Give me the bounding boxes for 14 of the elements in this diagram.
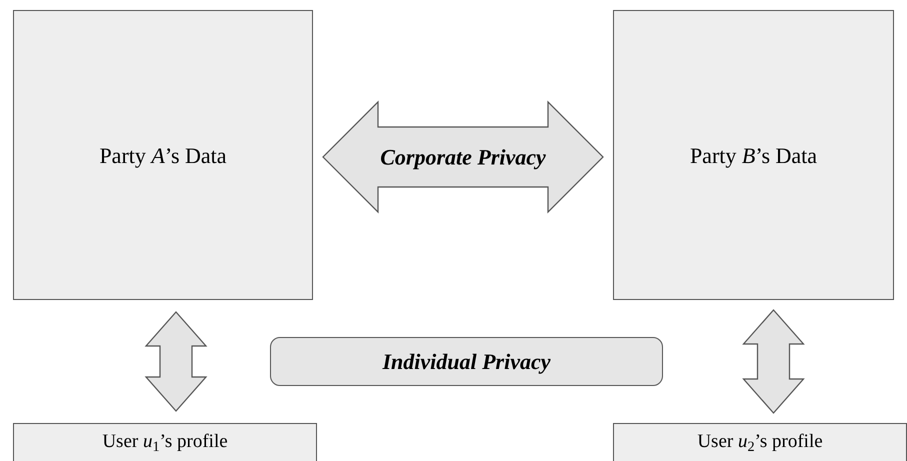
data-box (13, 10, 313, 300)
double-arrow (144, 311, 208, 412)
node-label: Party B’s Data (690, 142, 818, 170)
double-arrow (742, 309, 805, 414)
node-label: User u$_{1}$’s profile (102, 430, 228, 457)
data-box (613, 10, 894, 300)
profile-box (613, 423, 907, 461)
double-arrow (322, 100, 604, 214)
profile-box (13, 423, 317, 461)
edge-label: Corporate Privacy (380, 144, 546, 172)
node-label: Individual Privacy (382, 348, 551, 376)
node-label: Party A’s Data (99, 142, 227, 170)
privacy-band (270, 337, 663, 386)
node-label: User u$_{2}$’s profile (697, 430, 823, 457)
